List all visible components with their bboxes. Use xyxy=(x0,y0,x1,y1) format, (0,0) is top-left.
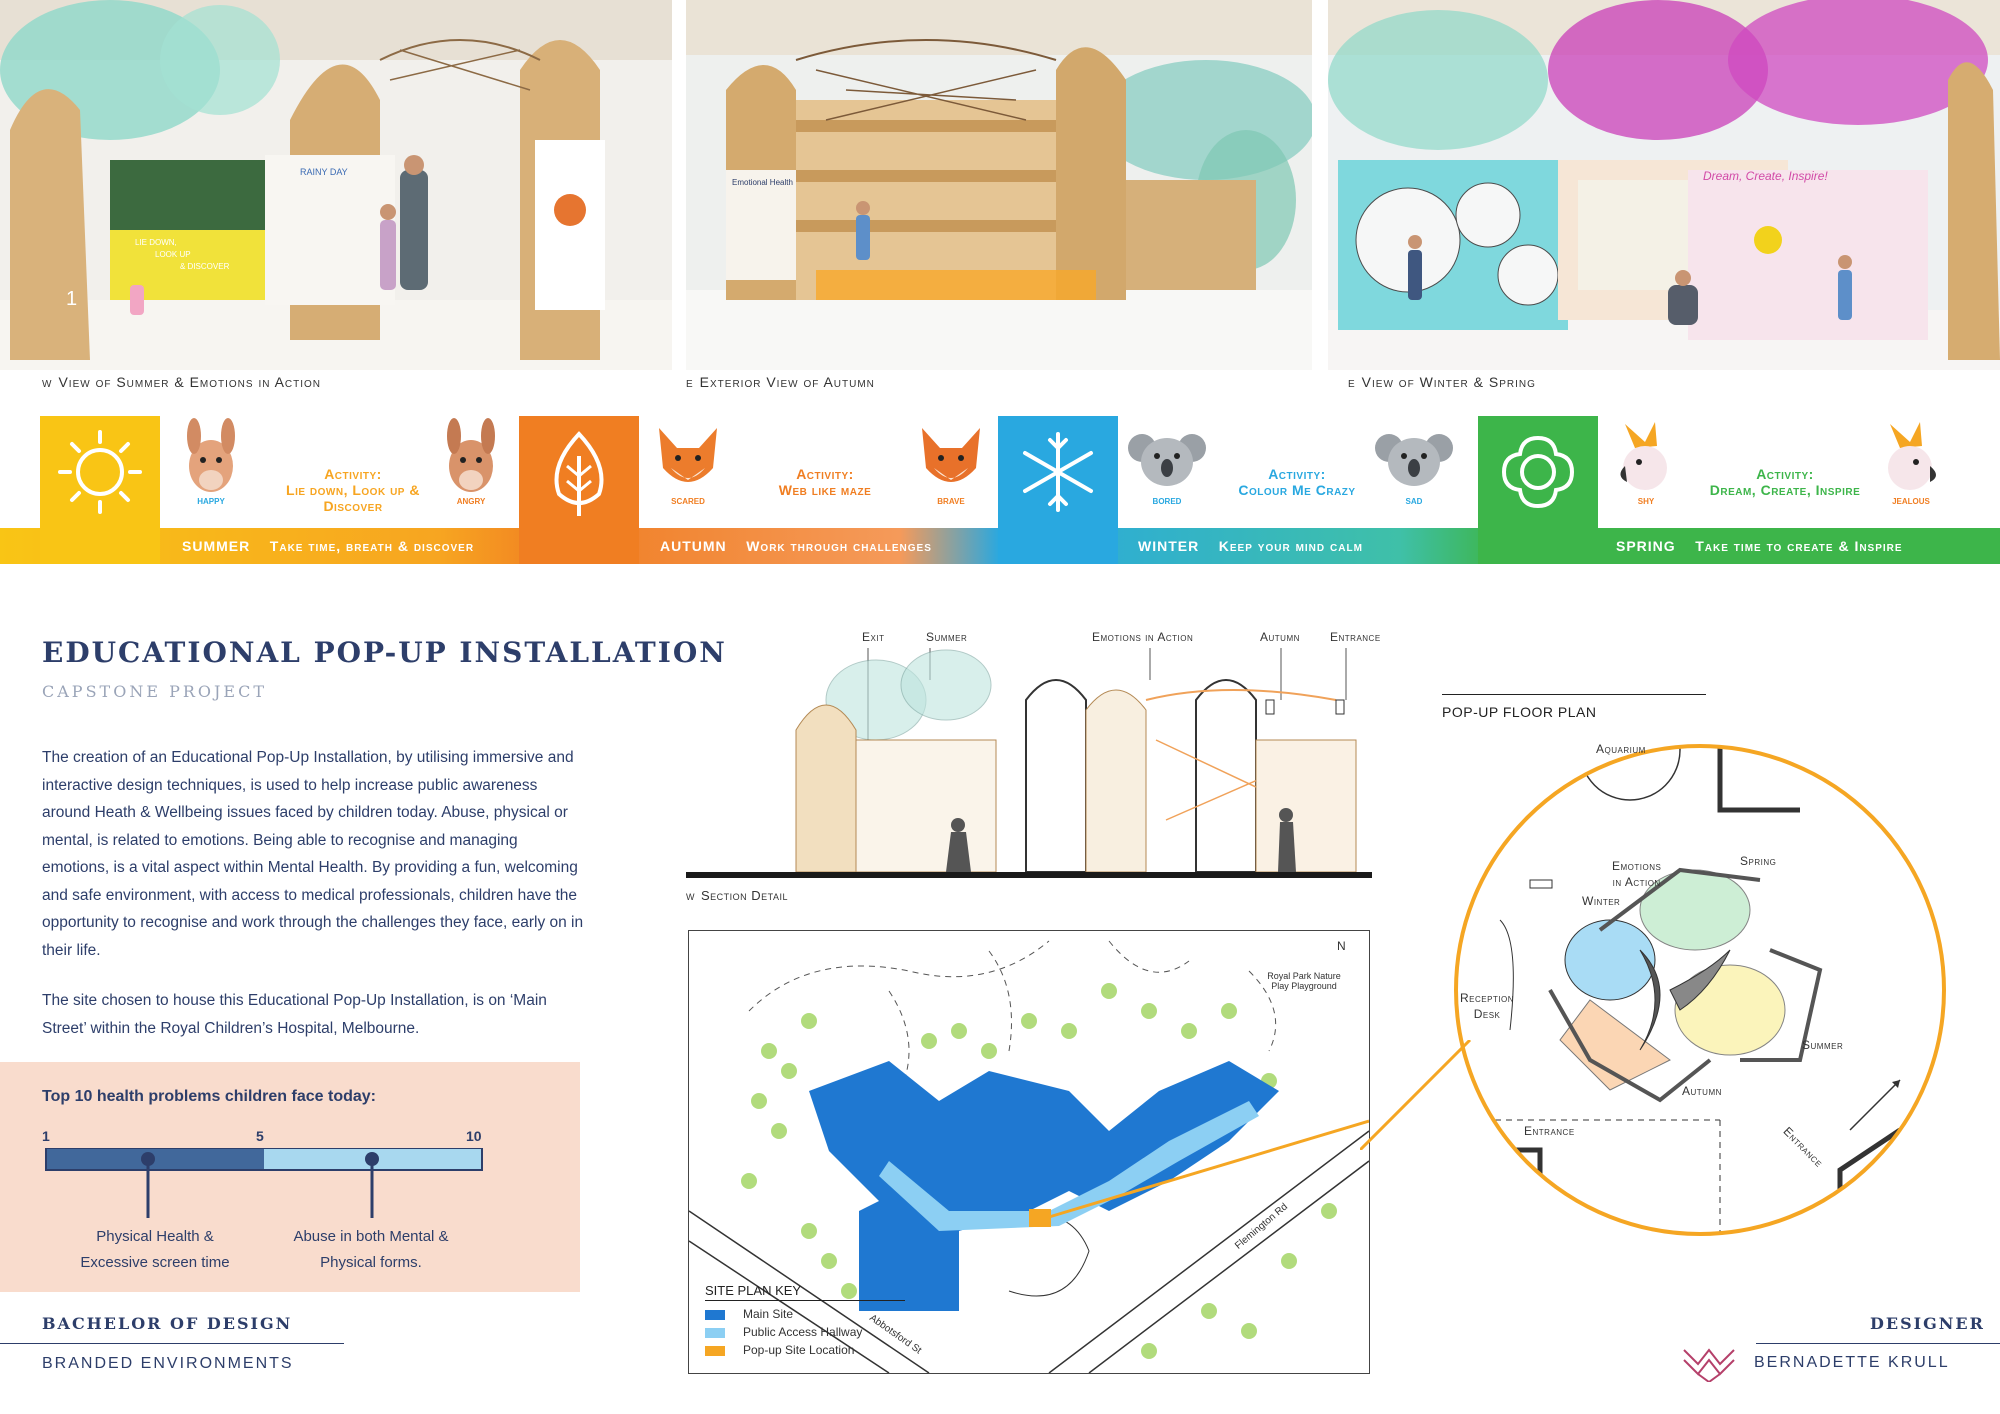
scale-mid: 5 xyxy=(256,1128,264,1144)
key-swatch-popup xyxy=(705,1346,725,1356)
animal-label: ANGRY xyxy=(456,497,486,506)
kangaroo-happy-icon xyxy=(170,418,252,508)
fox-scared-icon xyxy=(647,418,729,508)
key-swatch-main xyxy=(705,1310,725,1320)
floor-plan-divider xyxy=(1442,694,1706,695)
autumn-strip: AUTUMN Work through challenges xyxy=(660,538,932,554)
koala-sad-icon xyxy=(1373,418,1455,508)
fp-label-emotions: Emotions in Action xyxy=(1612,859,1662,889)
direction-indicator-e: E xyxy=(1348,379,1356,390)
animal-label: SCARED xyxy=(671,497,705,506)
fp-label-aquarium: Aquarium xyxy=(1596,742,1646,756)
animal-label: SHY xyxy=(1637,497,1655,506)
fp-label-entrance-1: Entrance xyxy=(1524,1124,1575,1138)
svg-text:RAINY DAY: RAINY DAY xyxy=(300,167,348,177)
floor-plan-circle xyxy=(1454,744,1946,1236)
designer-label: DESIGNER xyxy=(1870,1314,1985,1333)
section-label-entrance: Entrance xyxy=(1330,630,1381,644)
autumn-activity: Activity: Web like maze xyxy=(778,466,872,498)
summer-strip: SUMMER Take time, breath & discover xyxy=(182,538,475,554)
animal-label: BORED xyxy=(1152,497,1182,506)
direction-indicator-w: W xyxy=(686,892,695,902)
photo-autumn: Emotional Health xyxy=(686,0,1312,370)
kangaroo-angry-icon xyxy=(430,418,512,508)
summer-sign-text: LIE DOWN, xyxy=(135,238,177,247)
designer-divider xyxy=(1756,1343,2000,1344)
footer-divider xyxy=(0,1343,344,1344)
summer-icon xyxy=(40,416,160,564)
svg-text:Dream, Create, Inspire!: Dream, Create, Inspire! xyxy=(1703,169,1828,183)
autumn-leaf-icon xyxy=(519,416,639,564)
direction-indicator-e: E xyxy=(686,379,694,390)
program-label: BRANDED ENVIRONMENTS xyxy=(42,1355,294,1372)
site-paragraph: The site chosen to house this Educationa… xyxy=(42,992,547,1037)
stats-heading: Top 10 health problems children face tod… xyxy=(42,1088,376,1105)
page-number: 1 xyxy=(66,288,77,310)
health-stats-panel: Top 10 health problems children face tod… xyxy=(0,1062,580,1292)
key-row: Pop-up Site Location xyxy=(705,1343,905,1361)
section-drawing xyxy=(686,648,1372,878)
floor-plan-title: POP-UP FLOOR PLAN xyxy=(1442,704,1597,720)
key-label: Main Site xyxy=(743,1307,794,1321)
park-label: Royal Park Nature Play Playground xyxy=(1267,971,1341,991)
key-title: SITE PLAN KEY xyxy=(705,1283,905,1301)
fox-brave-icon xyxy=(910,418,992,508)
site-plan: N Royal Park Nature Play Playground Flem… xyxy=(688,930,1370,1374)
winter-strip: WINTER Keep your mind calm xyxy=(1138,538,1363,554)
stat-item-1: Physical Health & Excessive screen time xyxy=(80,1228,230,1271)
animal-label: HAPPY xyxy=(197,497,225,506)
fp-label-winter: Winter xyxy=(1582,894,1621,908)
fp-label-autumn: Autumn xyxy=(1682,1084,1722,1098)
key-row: Main Site xyxy=(705,1307,905,1325)
fp-label-reception: Reception Desk xyxy=(1460,991,1515,1021)
winter-snowflake-icon xyxy=(998,416,1118,564)
fp-label-spring: Spring xyxy=(1740,854,1777,868)
cockatoo-jealous-icon xyxy=(1870,418,1952,508)
key-label: Public Access Hallway xyxy=(743,1325,863,1339)
leader-line xyxy=(1360,1040,1472,1150)
north-indicator: N xyxy=(1337,939,1346,953)
animal-label: BRAVE xyxy=(937,497,965,506)
site-plan-key: SITE PLAN KEY Main Site Public Access Ha… xyxy=(705,1283,905,1361)
intro-paragraph: The creation of an Educational Pop-Up In… xyxy=(42,749,584,959)
svg-text:Emotional Health: Emotional Health xyxy=(732,178,793,187)
degree-label: BACHELOR OF DESIGN xyxy=(42,1314,293,1333)
scale-min: 1 xyxy=(42,1128,50,1144)
section-label-emotions: Emotions in Action xyxy=(1092,630,1194,644)
spring-strip: SPRING Take time to create & Inspire xyxy=(1616,538,1903,554)
svg-text:& DISCOVER: & DISCOVER xyxy=(180,262,230,271)
key-swatch-hallway xyxy=(705,1328,725,1338)
stat-item-2: Abuse in both Mental & Physical forms. xyxy=(293,1228,449,1271)
section-label-autumn: Autumn xyxy=(1260,630,1300,644)
health-scale-bar xyxy=(45,1148,483,1218)
winter-activity: Activity: Colour Me Crazy xyxy=(1238,466,1356,498)
animal-label: JEALOUS xyxy=(1892,497,1930,506)
photo-summer: LIE DOWN, LOOK UP & DISCOVER RAINY DAY 1 xyxy=(0,0,672,370)
designer-name: BERNADETTE KRULL xyxy=(1754,1354,1950,1371)
key-label: Pop-up Site Location xyxy=(743,1343,855,1357)
summer-activity: Activity: Lie down, Look up & Discover xyxy=(286,466,420,514)
animal-label: SAD xyxy=(1405,497,1423,506)
direction-indicator-w: W xyxy=(42,379,53,390)
koala-bored-icon xyxy=(1126,418,1208,508)
section-label-exit: Exit xyxy=(862,630,885,644)
cockatoo-shy-icon xyxy=(1605,418,1687,508)
page-subtitle: CAPSTONE PROJECT xyxy=(42,682,268,701)
page-title: EDUCATIONAL POP-UP INSTALLATION xyxy=(42,636,727,669)
spring-activity: Activity: Dream, Create, Inspire xyxy=(1709,466,1861,498)
section-label-summer: Summer xyxy=(926,630,968,644)
scale-max: 10 xyxy=(466,1128,482,1144)
svg-text:LOOK UP: LOOK UP xyxy=(155,250,191,259)
photo-winter-spring: Dream, Create, Inspire! xyxy=(1328,0,2000,370)
key-row: Public Access Hallway xyxy=(705,1325,905,1343)
spring-flower-icon xyxy=(1478,416,1598,564)
designer-logo xyxy=(1680,1342,1738,1387)
fp-label-summer: Summer xyxy=(1802,1038,1844,1052)
